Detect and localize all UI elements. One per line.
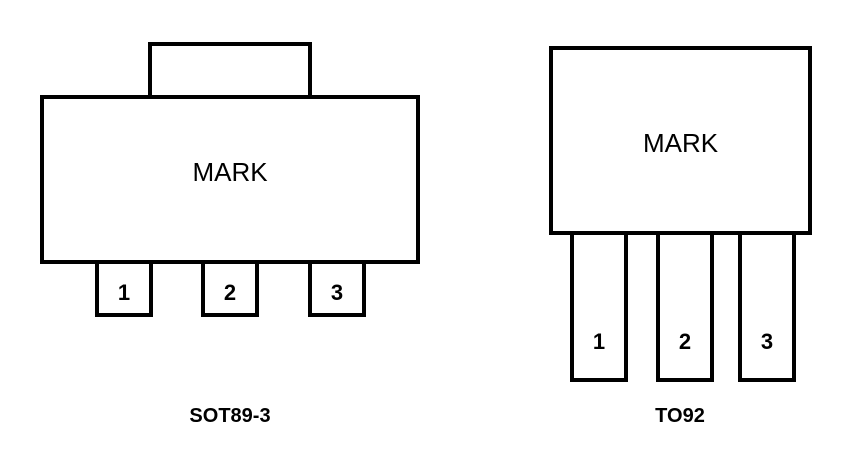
to92-pin-1: 1: [570, 231, 628, 382]
pin-number: 2: [678, 329, 692, 354]
sot89-caption: SOT89-3: [189, 405, 271, 427]
sot89-body: MARK: [40, 95, 420, 264]
sot89-mark-label: MARK: [192, 157, 268, 187]
to92-body: MARK: [549, 46, 812, 235]
to92-pin-2: 2: [656, 231, 714, 382]
sot89-pin-3: 3: [308, 260, 366, 317]
pin-number: 1: [117, 280, 131, 305]
to92-caption: TO92: [655, 405, 705, 427]
to92-pin-3: 3: [738, 231, 796, 382]
sot89-tab: [148, 42, 312, 99]
sot89-pin-2: 2: [201, 260, 259, 317]
pin-number: 2: [223, 280, 237, 305]
to92-mark-label: MARK: [642, 128, 719, 158]
sot89-pin-1: 1: [95, 260, 153, 317]
pin-number: 1: [592, 329, 606, 354]
pin-number: 3: [330, 280, 344, 305]
pin-number: 3: [760, 329, 774, 354]
